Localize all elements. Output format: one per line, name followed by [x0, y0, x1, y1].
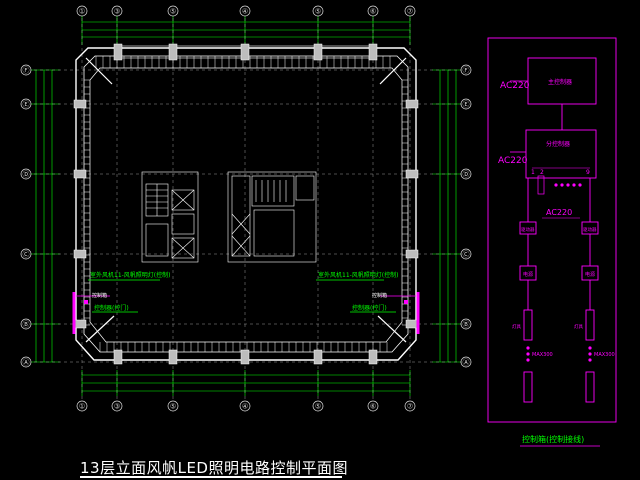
drawing-title: 13层立面风帆LED照明电路控制平面图: [80, 459, 348, 477]
schematic-dots: [526, 183, 592, 362]
axis-row-right-2-label: Ⓓ: [463, 171, 470, 179]
axis-col-top-4-label: ⑤: [315, 8, 321, 16]
right-power-label: 电源: [585, 271, 595, 278]
port-9: 9: [586, 169, 590, 176]
ac220-sub: AC220: [498, 156, 528, 166]
axis-col-bottom-0-bubble: [76, 400, 88, 412]
bottom-dimensions: [81, 370, 411, 396]
ac220-main: AC220: [500, 81, 530, 91]
axis-row-left-5-label: Ⓐ: [23, 359, 30, 367]
axis-col-top-6-label: ⑦: [407, 8, 413, 16]
port-2: 2: [540, 169, 544, 176]
left-dimensions: [30, 69, 60, 363]
axis-col-top-1-bubble: [111, 5, 123, 17]
axis-row-left-1-bubble: [20, 98, 32, 110]
pillars: [73, 43, 419, 365]
axis-row-right-1-label: Ⓔ: [463, 101, 470, 109]
axis-row-right-4-label: Ⓑ: [463, 321, 470, 329]
ac220-branch: AC220: [546, 208, 572, 217]
axis-row-left-0-bubble: [20, 64, 32, 76]
axis-row-right-5-bubble: [460, 356, 472, 368]
axis-col-bottom-5-bubble: [367, 400, 379, 412]
axis-row-right-4-bubble: [460, 318, 472, 330]
axis-col-top-0-label: ①: [79, 8, 85, 16]
axis-col-top-4-bubble: [312, 5, 324, 17]
axis-row-right-3-label: Ⓒ: [463, 251, 470, 259]
axis-col-bottom-6-label: ⑦: [407, 403, 413, 411]
axis-row-right-5-label: Ⓐ: [463, 359, 470, 367]
axis-col-bottom-4-bubble: [312, 400, 324, 412]
right-led-label: 灯具: [574, 323, 583, 330]
building-walls: [75, 45, 417, 361]
axis-col-bottom-3-bubble: [239, 400, 251, 412]
axis-col-bottom-2-label: ⑤: [170, 403, 176, 411]
axis-row-left-5-bubble: [20, 356, 32, 368]
axis-row-left-0-label: Ⓕ: [23, 67, 30, 75]
port-1: 1: [531, 169, 535, 176]
axis-col-bottom-0-label: ①: [79, 403, 85, 411]
axis-col-top-2-label: ⑤: [170, 8, 176, 16]
axis-bubbles: ① ① ③ ③ ⑤ ⑤ ④ ④ ⑤ ⑤ ⑥ ⑥ ⑦ ⑦ Ⓕ Ⓕ Ⓔ Ⓔ Ⓓ Ⓓ Ⓒ Ⓒ Ⓑ Ⓑ Ⓐ Ⓐ: [20, 5, 472, 412]
right-max-label: MAX300: [594, 352, 615, 358]
axis-col-top-5-label: ⑥: [370, 8, 376, 16]
left-power-label: 电源: [523, 271, 533, 278]
axis-row-right-3-bubble: [460, 248, 472, 260]
axis-row-left-1-label: Ⓔ: [23, 101, 30, 109]
axis-row-left-2-label: Ⓓ: [23, 171, 30, 179]
axis-col-top-3-label: ④: [242, 8, 248, 16]
axis-row-left-2-bubble: [20, 168, 32, 180]
schematic-labels: AC220 AC220 AC220 主控制器 分控制器 1 2 9 驱动器 驱动…: [498, 78, 615, 444]
plan-box-left: 控制箱: [92, 292, 107, 299]
core-right: [227, 171, 317, 263]
axis-row-left-4-label: Ⓑ: [23, 321, 30, 329]
axis-lines: [28, 12, 466, 400]
axis-col-bottom-1-bubble: [111, 400, 123, 412]
axis-col-top-0-bubble: [76, 5, 88, 17]
sub-controller-label: 分控制器: [546, 140, 570, 148]
plan-note-left: 室外风机11-风帆照明灯(控制): [90, 271, 170, 279]
control-schematic: [487, 37, 617, 447]
axis-col-bottom-4-label: ⑤: [315, 403, 321, 411]
core-left: [141, 171, 199, 263]
plan-note-right: 室外风机11-风帆照明灯(控制): [318, 271, 398, 279]
axis-col-bottom-6-bubble: [404, 400, 416, 412]
axis-col-top-2-bubble: [167, 5, 179, 17]
axis-col-bottom-1-label: ③: [114, 403, 120, 411]
top-dimensions: [81, 16, 411, 45]
axis-col-top-5-bubble: [367, 5, 379, 17]
left-driver-label: 驱动器: [521, 226, 535, 233]
axis-row-left-3-bubble: [20, 248, 32, 260]
axis-row-right-2-bubble: [460, 168, 472, 180]
axis-row-right-1-bubble: [460, 98, 472, 110]
axis-row-right-0-label: Ⓕ: [463, 67, 470, 75]
axis-col-bottom-5-label: ⑥: [370, 403, 376, 411]
title-underline: [80, 476, 342, 478]
axis-col-bottom-2-bubble: [167, 400, 179, 412]
plan-dev-left: 控制器(控门): [94, 304, 129, 312]
axis-col-top-3-bubble: [239, 5, 251, 17]
axis-col-top-6-bubble: [404, 5, 416, 17]
axis-row-left-4-bubble: [20, 318, 32, 330]
plan-box-right: 控制箱: [372, 292, 387, 299]
left-led-label: 灯具: [512, 323, 521, 330]
plan-dev-right: 控制器(控门): [352, 304, 387, 312]
axis-row-right-0-bubble: [460, 64, 472, 76]
right-dimensions: [432, 69, 462, 363]
main-controller-label: 主控制器: [548, 78, 572, 86]
left-max-label: MAX300: [532, 352, 553, 358]
axis-col-bottom-3-label: ④: [242, 403, 248, 411]
right-driver-label: 驱动器: [583, 226, 597, 233]
schematic-footer: 控制箱(控制接线): [522, 434, 584, 444]
axis-col-top-1-label: ③: [114, 8, 120, 16]
axis-row-left-3-label: Ⓒ: [23, 251, 30, 259]
led-circuit-plan: [72, 279, 420, 334]
